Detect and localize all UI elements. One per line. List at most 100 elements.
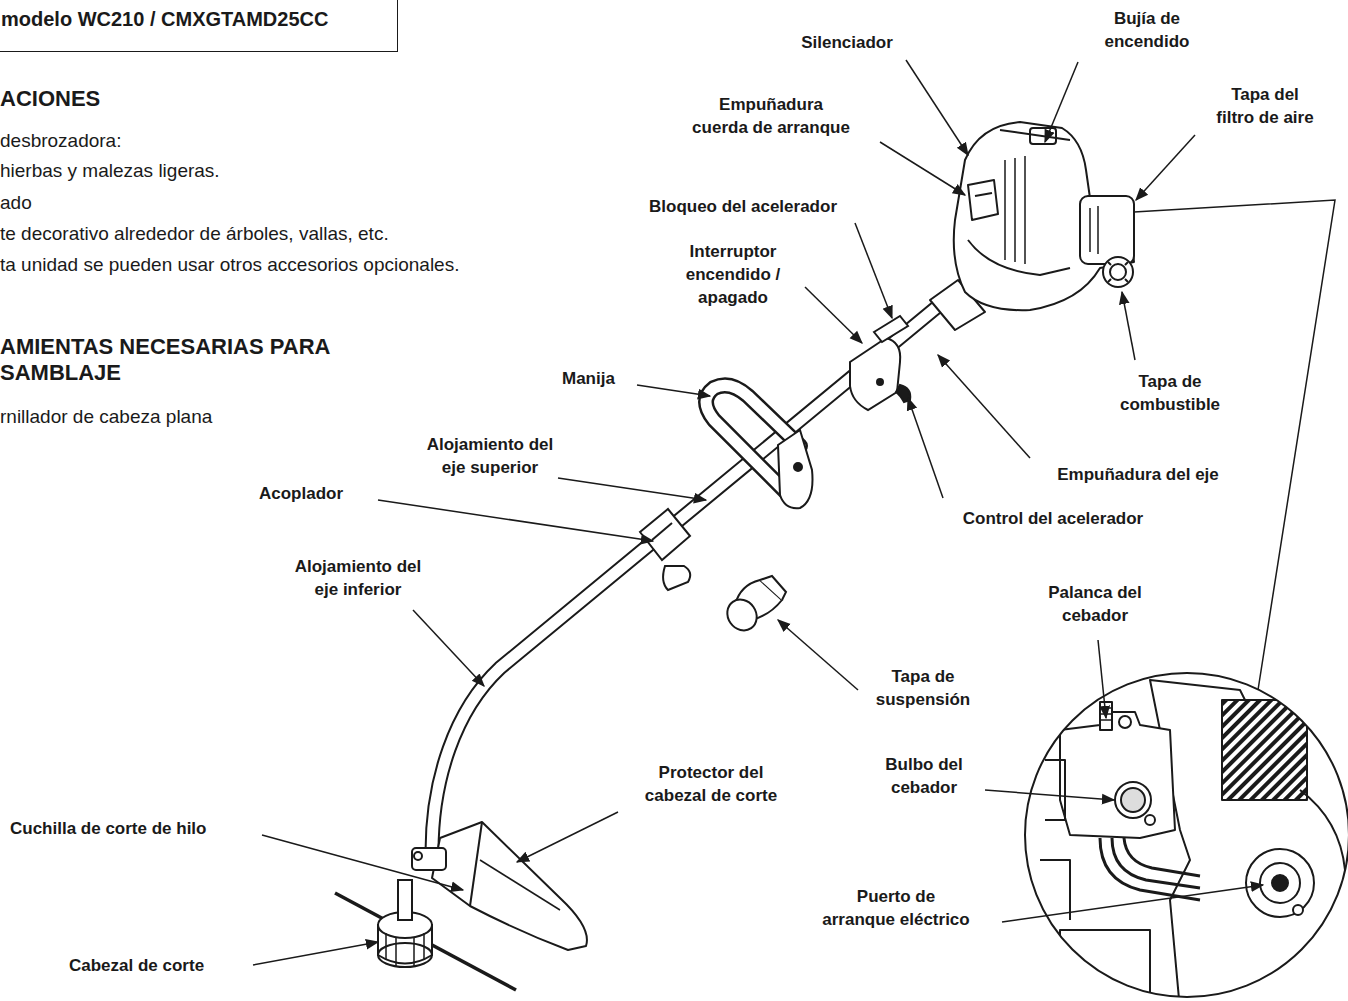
part-label: Tapa del filtro de aire [1213, 83, 1317, 129]
carburetor-inset [1145, 815, 1155, 825]
inset-circle [1025, 673, 1348, 997]
leader-lines [253, 942, 378, 965]
part-label: Palanca del cebador [1045, 581, 1145, 627]
part-label: Interruptor encendido / apagado [683, 240, 783, 309]
part-label: Alojamiento del eje inferior [291, 555, 426, 601]
part-label: Tapa de suspensión [868, 665, 978, 711]
carburetor-inset [1300, 790, 1345, 870]
engine [1110, 264, 1126, 280]
part-label: Protector del cabezal de corte [636, 761, 786, 807]
model-box: modelo WC210 / CMXGTAMD25CC [0, 0, 398, 52]
part-label: Acoplador [259, 482, 343, 505]
cutting-guard [412, 848, 446, 870]
carburetor-inset [1150, 680, 1348, 1001]
carburetor-inset [1100, 838, 1200, 900]
leader-lines [1045, 62, 1078, 142]
shaft [432, 288, 960, 852]
throttle-housing [874, 316, 908, 342]
coupler [652, 523, 672, 540]
carburetor-inset [1020, 670, 1348, 1001]
suspension-cap [721, 576, 786, 636]
throttle-housing [850, 316, 910, 410]
suspension-cap [721, 594, 762, 636]
leader-lines [855, 223, 892, 318]
engine [968, 180, 998, 220]
engine [975, 193, 992, 196]
engine [1005, 156, 1025, 264]
carburetor-inset [1222, 700, 1307, 800]
leader-lines [558, 478, 706, 500]
engine [968, 240, 1070, 275]
carburetor-inset [1045, 760, 1065, 820]
leader-lines [1122, 292, 1135, 360]
carburetor-inset [1020, 670, 1348, 1001]
leader-lines [908, 398, 943, 498]
throttle-housing [877, 379, 883, 385]
cutting-guard [432, 822, 587, 950]
cutting-head [386, 933, 424, 966]
leader-lines [1136, 135, 1195, 200]
cutting-guard [480, 860, 560, 910]
leader-lines [517, 812, 618, 862]
leader-lines [906, 60, 968, 155]
engine [1103, 257, 1133, 287]
carburetor-inset [1060, 712, 1175, 838]
part-label: Silenciador [801, 31, 893, 54]
shaft [432, 288, 960, 852]
shaft [432, 288, 960, 852]
engine [954, 122, 1134, 310]
cutting-head [398, 880, 412, 920]
leader-lines [985, 790, 1114, 800]
leader-lines [938, 355, 1030, 458]
carburetor-inset [1115, 782, 1151, 818]
leader-lines [637, 385, 710, 396]
part-label: Cuchilla de corte de hilo [10, 817, 206, 840]
leader-lines [253, 60, 1263, 965]
carburetor-inset [1246, 849, 1314, 917]
part-label: Alojamiento del eje superior [423, 433, 558, 479]
part-label: Tapa de combustible [1110, 370, 1230, 416]
leader-lines [1002, 885, 1263, 922]
model-title: modelo WC210 / CMXGTAMD25CC [1, 8, 328, 31]
inset-leader [1134, 200, 1335, 690]
handle-clamp [778, 430, 813, 508]
cutting-guard [414, 852, 422, 860]
inset-leader [1134, 200, 1335, 690]
engine [1080, 196, 1134, 264]
leader-lines [262, 835, 463, 890]
leader-lines [413, 610, 484, 686]
carburetor-inset [1124, 838, 1200, 876]
body-text: hierbas y malezas ligeras. [0, 159, 220, 183]
engine [1000, 130, 1070, 140]
part-label: Cabezal de corte [69, 954, 204, 977]
carburetor-inset [1060, 930, 1150, 1001]
carburetor-inset [1112, 838, 1200, 888]
carburetor-inset [1119, 716, 1131, 728]
part-label: Control del acelerador [963, 507, 1143, 530]
cutting-guard [470, 822, 482, 906]
leader-lines [778, 620, 858, 690]
part-label: Manija [562, 367, 615, 390]
part-label: Bloqueo del acelerador [649, 195, 837, 218]
carburetor-inset [1293, 905, 1303, 915]
body-text: rnillador de cabeza plana [0, 405, 212, 429]
leader-lines [880, 142, 965, 195]
body-text: ta unidad se pueden usar otros accesorio… [0, 253, 459, 277]
coupler [663, 566, 690, 590]
carburetor-inset [1260, 863, 1300, 903]
engine [1108, 262, 1128, 282]
body-text: ado [0, 191, 32, 215]
engine [1090, 206, 1098, 254]
section-heading: ACIONES [0, 86, 100, 112]
part-label: Empuñadura cuerda de arranque [691, 93, 852, 139]
part-label: Bulbo del cebador [874, 753, 974, 799]
suspension-cap [760, 576, 786, 600]
carburetor-inset [1121, 788, 1145, 812]
leader-lines [805, 287, 862, 343]
handle-clamp [778, 430, 813, 508]
handle-clamp [794, 463, 802, 471]
part-label: Puerto de arranque eléctrico [821, 885, 972, 931]
coupler [640, 509, 690, 590]
